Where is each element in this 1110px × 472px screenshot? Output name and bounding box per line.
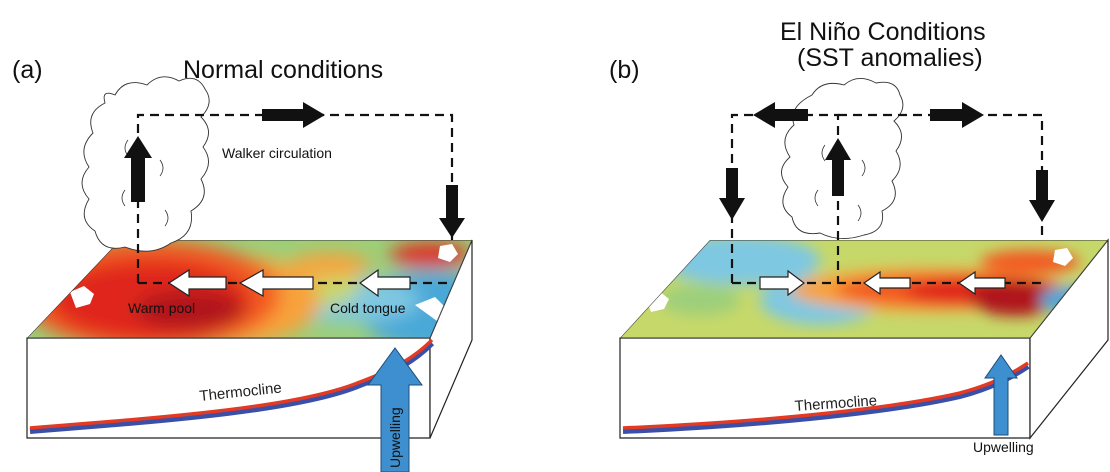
panel-a-title: Normal conditions <box>183 56 383 84</box>
black-arrows-b <box>719 102 1055 222</box>
upwelling-arrow-a: Upwelling <box>367 347 423 472</box>
warm-pool-label: Warm pool <box>128 300 195 316</box>
panel-b-title-line1: El Niño Conditions <box>780 18 986 46</box>
walker-circulation-label: Walker circulation <box>222 145 332 161</box>
sinking-arrow-a <box>439 185 465 238</box>
ocean-box-a <box>26 239 473 439</box>
panel-a: (a) Normal conditions <box>12 56 473 472</box>
sinking-arrow-b-west <box>719 168 745 220</box>
sst-surface-b <box>620 240 1108 338</box>
cold-tongue-label: Cold tongue <box>330 300 406 316</box>
upwelling-arrow-b <box>984 354 1018 436</box>
sinking-arrow-b-east <box>1029 170 1055 222</box>
cloud-eddies-b <box>814 144 866 222</box>
panel-a-letter: (a) <box>12 56 43 84</box>
eastward-aloft-arrow-a <box>262 102 325 128</box>
rising-arrow-a <box>124 136 152 202</box>
black-arrows-a <box>124 102 465 238</box>
panel-b-title-line2: (SST anomalies) <box>797 44 983 72</box>
panel-b-letter: (b) <box>609 56 640 84</box>
surface-winds-a <box>167 268 411 298</box>
surface-winds-b <box>759 269 1006 297</box>
rising-arrow-b <box>825 138 851 196</box>
eastward-aloft-arrow-b <box>930 102 984 128</box>
upwelling-label-a: Upwelling <box>387 407 403 468</box>
westward-aloft-arrow-b <box>753 102 808 128</box>
upwelling-label-b: Upwelling <box>973 439 1034 455</box>
panel-b: (b) El Niño Conditions (SST anomalies) <box>609 18 1109 455</box>
thermocline-label-b: Thermocline <box>794 392 878 415</box>
convective-cloud-a <box>81 76 210 252</box>
